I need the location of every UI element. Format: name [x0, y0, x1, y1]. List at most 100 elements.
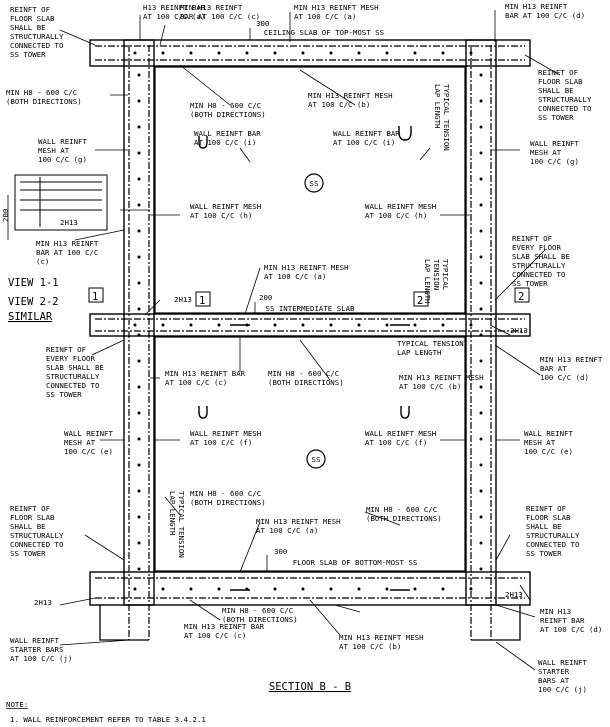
- room-tag-bottom: [306, 449, 326, 469]
- rebar-dot: [441, 51, 445, 55]
- callout-line: (BOTH DIRECTIONS): [190, 110, 266, 119]
- callout-line: REINFT BAR: [540, 616, 585, 625]
- callout-line: REINFT OF: [538, 68, 579, 77]
- callout-line: REINFT OF: [46, 345, 87, 354]
- callout-line: AT 100 C/C (c): [165, 378, 227, 387]
- callout-line: SHALL BE: [10, 23, 46, 32]
- callout-line: STARTER BARS: [10, 645, 63, 654]
- floor-slab: [89, 571, 531, 606]
- dim-200-mid: 200: [259, 293, 272, 302]
- callout-line: MIN H13 REINFT MESH: [264, 263, 349, 272]
- rebar-dot: [137, 281, 141, 285]
- callout-line: MIN H13 REINFT: [36, 239, 99, 248]
- callout-line: REINFT OF: [526, 504, 567, 513]
- note-1: 1. WALL REINFORCEMENT REFER TO TABLE 3.4…: [10, 715, 206, 724]
- rebar-dot: [479, 541, 483, 545]
- rebar-dot: [479, 151, 483, 155]
- callout-line: SS TOWER: [526, 549, 562, 558]
- rebar-dot: [137, 437, 141, 441]
- callout-line: STRUCTURALLY: [538, 95, 592, 104]
- rebar-dot: [161, 51, 165, 55]
- callout-line: REINFT OF: [10, 504, 51, 513]
- rebar-dot: [479, 567, 483, 571]
- rebar-dot: [479, 359, 483, 363]
- rebar-dot: [469, 587, 473, 591]
- callout-line: MIN H13 REINFT MESH: [399, 373, 484, 382]
- callout-line: WALL REINFT: [38, 137, 87, 146]
- callout-line: EVERY FLOOR: [512, 243, 561, 252]
- rebar-dot: [137, 151, 141, 155]
- rebar-dot: [441, 323, 445, 327]
- callout-line: TENSION: [432, 259, 441, 290]
- callout-two-h13-mid-left: 2H13: [174, 295, 192, 304]
- callout-line: H13 REINFT BAR: [143, 3, 206, 12]
- rebar-dot: [413, 323, 417, 327]
- structure-outline: [89, 39, 531, 606]
- rebar-dot: [137, 203, 141, 207]
- callout-line: (BOTH DIRECTIONS): [268, 378, 344, 387]
- callout-line: MIN H13 REINFT: [180, 3, 243, 12]
- callout-line: WALL REINFT: [538, 658, 587, 667]
- view-detail-sketch: [14, 174, 108, 231]
- callout-line: MIN H13 REINFT BAR: [184, 622, 265, 631]
- callout-line: STARTER: [538, 667, 570, 676]
- room-tag-bottom-text: SS: [312, 455, 321, 464]
- view-1-1: VIEW 1-1: [8, 277, 59, 289]
- callout-line: FLOOR SLAB: [10, 14, 55, 23]
- rebar-dot: [479, 489, 483, 493]
- rebar-dot: [479, 229, 483, 233]
- rebar-dot: [137, 359, 141, 363]
- callout-line: AT 100 C/C (a): [264, 272, 326, 281]
- callout-line: AT 100 C/C (a): [256, 526, 318, 535]
- callout-line: AT 100 C/C (b): [339, 642, 401, 651]
- callout-line: MIN H13 REINFT MESH: [294, 3, 379, 12]
- callout-line: AT 100 C/C (i): [333, 138, 395, 147]
- callout-line: STRUCTURALLY: [512, 261, 566, 270]
- callout-line: FLOOR SLAB: [10, 513, 55, 522]
- callout-line: SS TOWER: [538, 113, 574, 122]
- section-mark-2b: 2: [518, 291, 524, 303]
- room-tag-top-text: SS: [310, 179, 319, 188]
- rebar-dot: [301, 323, 305, 327]
- rebar-dots: [133, 51, 483, 591]
- callout-line: MIN H13 REINFT MESH: [308, 91, 393, 100]
- rebar-dot: [137, 567, 141, 571]
- callout-min-h8-left: MIN H8 - 600 C/C(BOTH DIRECTIONS): [6, 88, 82, 106]
- callout-line: (BOTH DIRECTIONS): [190, 498, 266, 507]
- rebar-dot: [479, 515, 483, 519]
- callout-line: MIN H13 REINFT MESH: [339, 633, 424, 642]
- callout-line: (BOTH DIRECTIONS): [6, 97, 82, 106]
- rebar-dot: [385, 587, 389, 591]
- callout-line: FLOOR SLAB: [538, 77, 583, 86]
- callout-typical-lap-top: TYPICAL TENSIONLAP LENGTH: [433, 84, 451, 151]
- callout-line: WALL REINFT: [64, 429, 113, 438]
- callout-line: MESH AT: [524, 438, 556, 447]
- callout-line: MIN H8 - 600 C/C: [366, 505, 437, 514]
- callout-line: CONNECTED TO: [512, 270, 566, 279]
- rebar-dot: [161, 323, 165, 327]
- rebar-dot: [479, 411, 483, 415]
- callout-line: 100 C/C (g): [38, 155, 87, 164]
- callout-line: CONNECTED TO: [46, 381, 100, 390]
- callout-line: MIN H8 - 600 C/C: [268, 369, 339, 378]
- intermediate-slab-label: SS INTERMEDIATE SLAB: [266, 304, 356, 313]
- section-mark-1a: 1: [92, 291, 98, 303]
- callout-line: BAR AT 100 C/C (d): [505, 11, 585, 20]
- callout-line: 2H13: [174, 295, 192, 304]
- rebar-dot: [189, 587, 193, 591]
- callout-line: AT 100 C/C (b): [399, 382, 461, 391]
